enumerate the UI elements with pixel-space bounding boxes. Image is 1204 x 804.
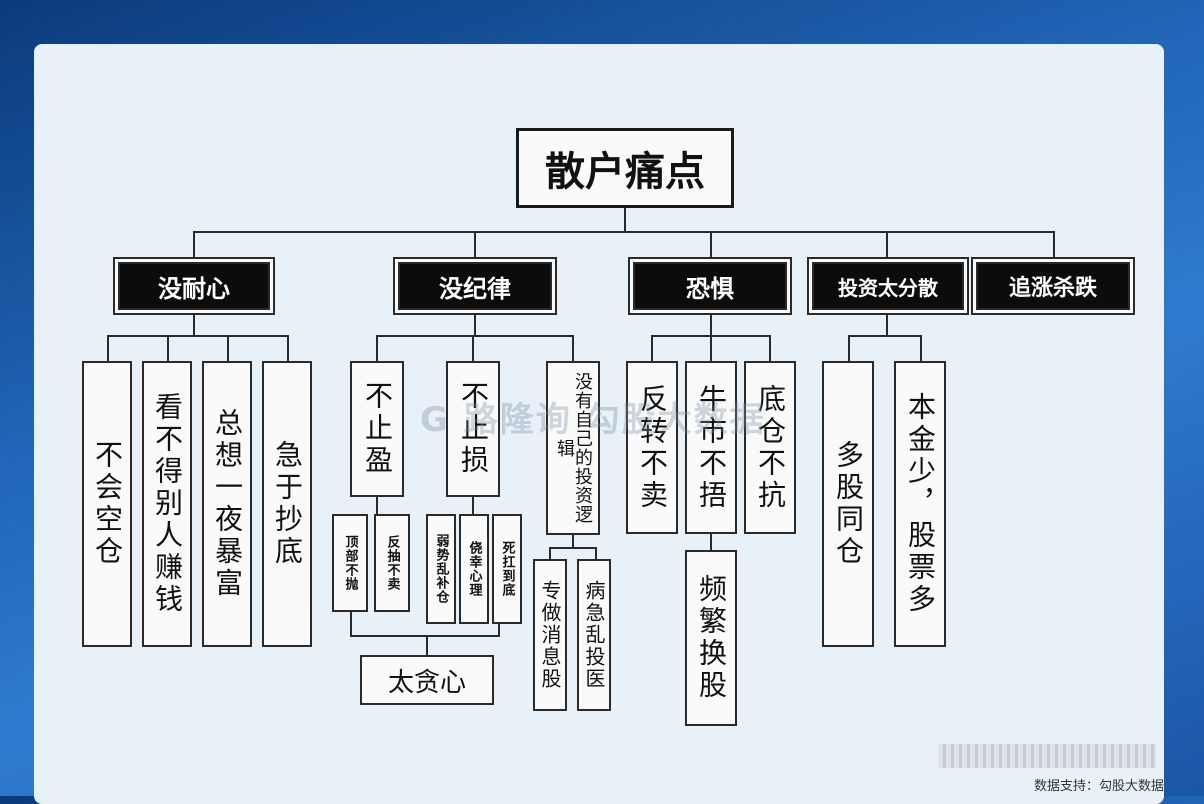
connector <box>498 624 500 637</box>
category-fear: 恐惧 <box>633 262 787 310</box>
connector <box>350 635 500 637</box>
connector <box>167 335 169 361</box>
item-equal-weight-stocks: 多股同仓 <box>822 361 874 647</box>
item-no-stop-loss: 不止损 <box>446 361 500 497</box>
connector <box>472 335 474 361</box>
connector <box>193 312 195 336</box>
connector <box>572 335 574 361</box>
connector <box>848 335 922 337</box>
sub-top-no-sell: 顶部不抛 <box>332 514 368 612</box>
connector <box>350 612 352 636</box>
item-no-empty-position: 不会空仓 <box>82 361 132 647</box>
sub-hold-to-end: 死扛到底 <box>492 514 522 624</box>
connector <box>474 231 476 261</box>
category-too-diversified: 投资太分散 <box>812 262 964 310</box>
connector <box>710 312 712 336</box>
category-no-discipline: 没纪律 <box>398 262 552 310</box>
item-base-no-hold: 底仓不抗 <box>744 361 796 534</box>
connector <box>472 496 474 514</box>
connector <box>549 547 597 549</box>
connector <box>710 335 712 361</box>
connector <box>1053 231 1055 261</box>
connector <box>572 534 574 548</box>
connector <box>595 547 597 559</box>
connector <box>107 335 109 361</box>
item-bull-no-hold: 牛市不捂 <box>685 361 737 534</box>
watermark: G 路隆询 勾股大数据 <box>420 400 766 440</box>
item-small-capital-many-stocks: 本金少，股票多 <box>894 361 946 647</box>
connector <box>886 231 888 261</box>
category-impatience: 没耐心 <box>118 262 270 310</box>
connector <box>376 335 378 361</box>
sub-trade-on-news: 专做消息股 <box>533 559 567 711</box>
category-chase-rise-sell-fall: 追涨杀跌 <box>976 262 1130 310</box>
footer-source: 数据支持：勾股大数据 <box>1033 779 1164 794</box>
summary-too-greedy: 太贪心 <box>360 655 494 705</box>
sub-frequent-switching: 频繁换股 <box>685 550 737 726</box>
connector <box>376 496 378 514</box>
item-get-rich-overnight: 总想一夜暴富 <box>202 361 252 647</box>
item-no-take-profit: 不止盈 <box>350 361 404 497</box>
sub-weak-add-position: 弱势乱补仓 <box>426 514 456 624</box>
connector <box>624 206 626 232</box>
item-rush-to-buy-bottom: 急于抄底 <box>262 361 312 647</box>
connector <box>107 335 289 337</box>
connector <box>769 335 771 361</box>
connector <box>710 534 712 550</box>
connector <box>474 312 476 336</box>
connector <box>710 231 712 261</box>
root-node: 散户痛点 <box>516 128 734 208</box>
sub-desperate-measures: 病急乱投医 <box>577 559 611 711</box>
item-reversal-no-sell: 反转不卖 <box>626 361 678 534</box>
sub-lucky-mindset: 侥幸心理 <box>459 514 489 624</box>
connector <box>920 335 922 361</box>
connector <box>426 635 428 655</box>
signal-bars-decoration <box>938 744 1156 768</box>
connector <box>886 312 888 336</box>
connector <box>651 335 653 361</box>
connector <box>376 335 574 337</box>
item-no-investment-logic: 没有自己的投资逻辑 <box>546 361 600 535</box>
connector <box>227 335 229 361</box>
connector <box>193 231 195 261</box>
connector <box>848 335 850 361</box>
connector <box>287 335 289 361</box>
item-envy-others-profit: 看不得别人赚钱 <box>142 361 192 647</box>
connector <box>193 231 1055 233</box>
sub-rebound-no-sell: 反抽不卖 <box>374 514 410 612</box>
connector <box>549 547 551 559</box>
